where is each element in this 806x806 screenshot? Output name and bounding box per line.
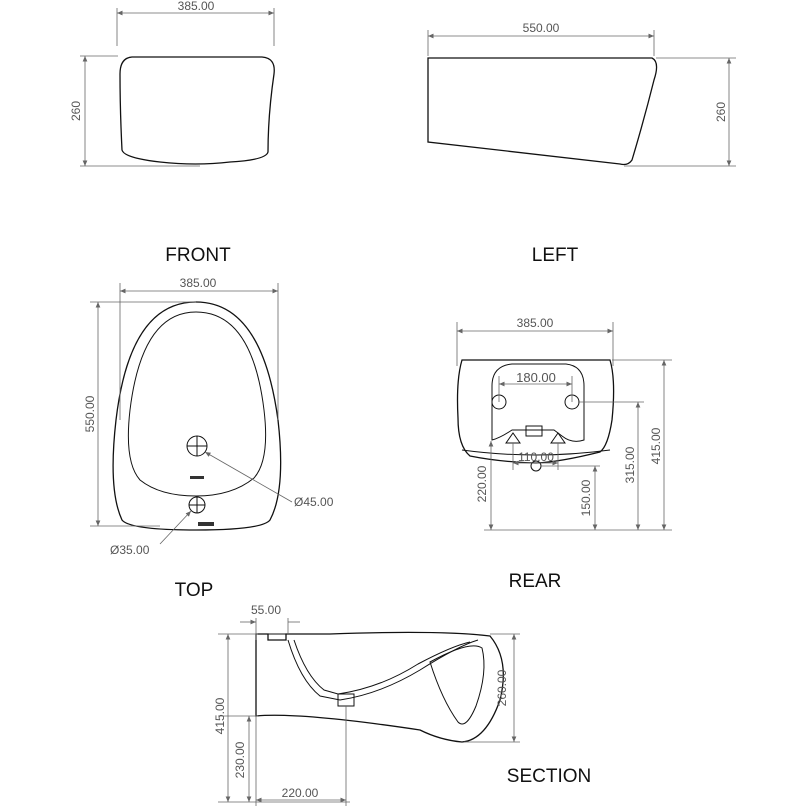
section-inner-channel-2: [293, 639, 471, 695]
top-width-label: 385.00: [180, 276, 217, 290]
left-height-label: 260: [714, 102, 728, 122]
outlet-slot: [525, 425, 543, 437]
section-view-title: SECTION: [507, 766, 591, 787]
section-rim-void: [429, 645, 485, 725]
rear-width-label: 385.00: [517, 316, 554, 330]
bolt-spacing-label: 180.00: [516, 370, 556, 385]
rear-view-title: REAR: [509, 571, 562, 592]
left-outline: [427, 57, 658, 166]
rear-total-height-label: 415.00: [649, 427, 663, 464]
small-hole-label: Ø35.00: [110, 543, 150, 557]
small-hole-leader: [159, 510, 192, 545]
rear-view: 385.00 180.00 110.00 415.00 315.00 220.0…: [456, 316, 672, 592]
logo-mark: [190, 476, 204, 479]
front-height-label: 260: [69, 101, 83, 121]
front-view: 385.00 260 FRONT: [69, 0, 275, 266]
left-view: 550.00 260 LEFT: [427, 21, 736, 266]
section-total-height-label: 415.00: [213, 697, 227, 734]
base-length-label: 220.00: [282, 786, 319, 800]
section-view: 55.00 415.00 230.00 260.00 220.00 SECTIO…: [213, 603, 591, 806]
rear-base-edge: [461, 449, 611, 456]
rear-inner-cavity: [491, 363, 585, 442]
bowl-depth-label: 260.00: [495, 669, 509, 706]
front-outline: [119, 56, 275, 165]
top-bowl-outline: [127, 311, 267, 497]
large-hole-label: Ø45.00: [294, 495, 334, 509]
left-length-label: 550.00: [523, 21, 560, 35]
inlet-width-label: 55.00: [251, 603, 281, 617]
left-view-title: LEFT: [532, 245, 579, 266]
top-view-title: TOP: [175, 580, 214, 601]
section-lower-height-label: 230.00: [233, 741, 247, 778]
rear-outlet-height-label: 150.00: [579, 479, 593, 516]
rear-inlet-height-label: 220.00: [475, 465, 489, 502]
top-length-label: 550.00: [83, 395, 97, 432]
top-view: 385.00 550.00 Ø45.00 Ø35.00 TOP: [83, 276, 334, 601]
fixing-mark: [198, 522, 214, 526]
large-hole-leader: [204, 451, 293, 503]
rear-bolt-height-label: 315.00: [623, 446, 637, 483]
front-width-label: 385.00: [178, 0, 215, 13]
inlet-spacing-label: 110.00: [518, 450, 554, 464]
front-view-title: FRONT: [165, 245, 231, 266]
section-outline: [255, 631, 504, 743]
section-inlet: [267, 633, 287, 641]
